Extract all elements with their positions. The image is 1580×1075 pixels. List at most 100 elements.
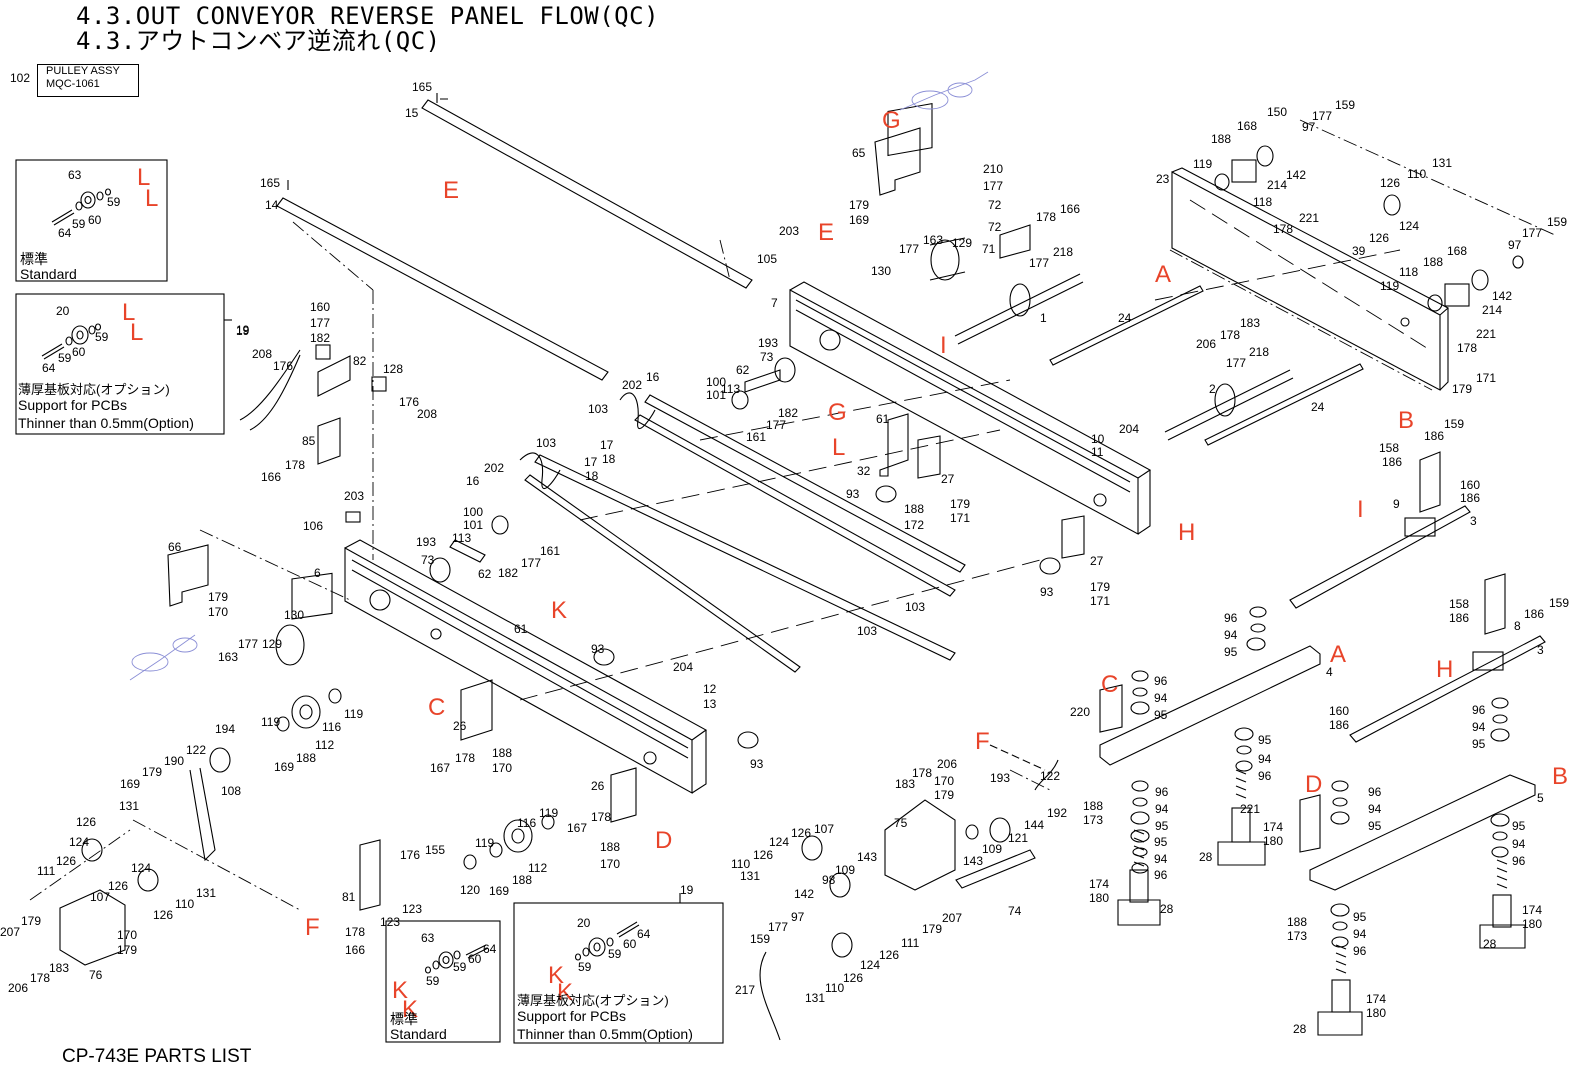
drive-pulley-group-left: [81, 688, 342, 892]
motor-130-back: [887, 103, 966, 281]
part-number-label: 23: [1156, 172, 1170, 186]
part-number-label: 94: [1154, 852, 1168, 866]
inset-part-number: 60: [88, 213, 102, 227]
inset-l-option-line3: Thinner than 0.5mm(Option): [18, 415, 194, 431]
callout-letter: G: [828, 399, 847, 426]
part-number-label: 122: [1040, 769, 1060, 783]
part-number-label: 143: [857, 850, 877, 864]
part-number-label: 208: [252, 347, 272, 361]
pulley-assy-name: PULLEY ASSY: [46, 65, 120, 77]
part-number-label: 177: [1029, 256, 1049, 270]
ballscrew-2: [1164, 369, 1294, 441]
part-number-label: 180: [1263, 834, 1283, 848]
callout-letter: D: [1305, 771, 1322, 798]
inset-part-number: 64: [58, 226, 72, 240]
part-number-label: 111: [901, 936, 920, 950]
slider-block-lower: [1472, 651, 1504, 671]
part-number-label: 126: [843, 971, 863, 985]
part-number-label: 171: [1090, 594, 1110, 608]
inset-k-option-line2: Support for PCBs: [517, 1008, 626, 1024]
part-number-label: 119: [1380, 279, 1399, 293]
part-number-label: 186: [1329, 718, 1349, 732]
part-number-label: 28: [1160, 902, 1174, 916]
part-number-label: 94: [1258, 752, 1272, 766]
part-number-label: 96: [1472, 703, 1486, 717]
part-number-label: 179: [934, 788, 954, 802]
part-number-label: 95: [1353, 910, 1367, 924]
part-number-label: 15: [405, 106, 419, 120]
part-number-label: 131: [196, 886, 216, 900]
part-number-label: 97: [1302, 120, 1316, 134]
part-number-label: 217: [735, 983, 755, 997]
part-number-label: 214: [1482, 303, 1502, 317]
part-number-label: 101: [463, 518, 483, 532]
part-number-label: 126: [108, 879, 128, 893]
part-number-label: 126: [56, 854, 76, 868]
part-number-label: 182: [310, 331, 330, 345]
part-number-label: 203: [344, 489, 364, 503]
part-number-label: 4: [1326, 665, 1333, 679]
callout-letter: E: [818, 219, 834, 246]
part-number-label: 9: [1393, 497, 1400, 511]
part-number-label: 73: [421, 553, 435, 567]
part-number-label: 161: [540, 544, 560, 558]
part-number-label: 178: [285, 458, 305, 472]
inset-frame-option-l: [15, 293, 225, 435]
part-number-label: 62: [478, 567, 492, 581]
part-number-label: 202: [622, 378, 642, 392]
part-number-label: 19: [680, 883, 694, 897]
part-number-label: 178: [455, 751, 475, 765]
part-number-label: 120: [460, 883, 480, 897]
part-number-label: 150: [1267, 105, 1287, 119]
inset-part-number: 60: [623, 937, 637, 951]
part-number-label: 72: [988, 198, 1002, 212]
part-number-label: 177: [521, 556, 541, 570]
part-number-label: 177: [1522, 226, 1542, 240]
part-number-label: 186: [1460, 491, 1480, 505]
block-220: [1099, 684, 1123, 733]
inset-frame-standard-l: [15, 159, 168, 282]
part-number-label: 126: [791, 826, 811, 840]
part-number-label: 166: [345, 943, 365, 957]
part-number-label: 100: [463, 505, 483, 519]
part-number-label: 96: [1155, 785, 1169, 799]
part-number-label: 206: [937, 757, 957, 771]
inset-part-number: 59: [107, 195, 121, 209]
part-number-label: 110: [731, 857, 750, 871]
plate-5: [1309, 774, 1536, 891]
callout-letter: I: [940, 332, 947, 359]
plate-4: [1099, 645, 1321, 766]
part-number-label: 95: [1154, 835, 1168, 849]
part-number-label: 11: [1091, 445, 1104, 459]
part-number-label: 178: [1273, 222, 1293, 236]
callout-letter: C: [428, 694, 445, 721]
pulley-assy-box: PULLEY ASSY MQC-1061: [37, 64, 139, 97]
inset-k-option-parts: [574, 921, 640, 961]
inset-part-number: 20: [577, 916, 591, 930]
part-number-label: 183: [49, 961, 69, 975]
part-number-label: 160: [1329, 704, 1349, 718]
part-number-label: 124: [69, 835, 89, 849]
part-number-label: 169: [489, 884, 509, 898]
inset-part-number: 64: [42, 361, 56, 375]
part-number-label: 94: [1472, 720, 1486, 734]
part-number-label: 28: [1483, 937, 1497, 951]
part-number-label: 109: [982, 842, 1002, 856]
part-number-label: 190: [164, 754, 184, 768]
part-number-label: 26: [453, 719, 467, 733]
part-number-label: 27: [941, 472, 955, 486]
part-number-label: 123: [380, 915, 400, 929]
part-number-label: 176: [400, 848, 420, 862]
inset-part-number: 64: [637, 927, 651, 941]
part-number-label: 109: [835, 863, 855, 877]
bracket-26-left: [460, 679, 493, 741]
part-number-label: 179: [117, 943, 137, 957]
part-number-label: 158: [1449, 597, 1469, 611]
part-number-label: 94: [1368, 802, 1382, 816]
support-post-28-d: [1317, 944, 1363, 1036]
inset-l-standard-jp: 標準: [20, 251, 48, 267]
inset-part-number: 63: [421, 931, 435, 945]
part-number-label: 95: [1155, 819, 1169, 833]
part-number-label: 32: [857, 464, 871, 478]
support-post-28-b: [1217, 769, 1266, 866]
